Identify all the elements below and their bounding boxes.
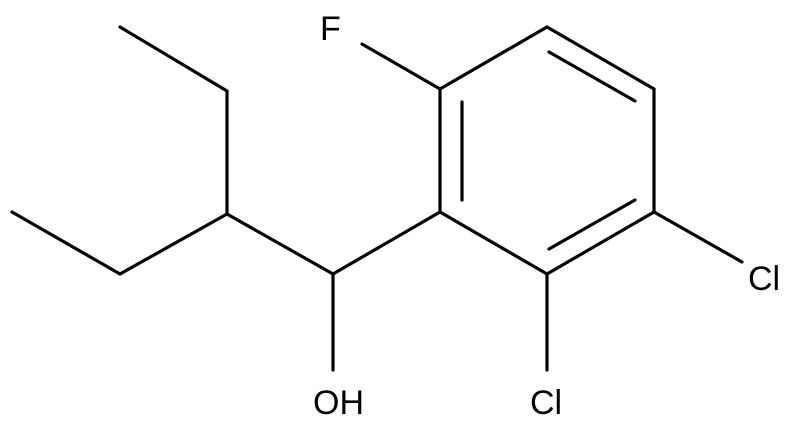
hydroxyl-label: OH [313, 384, 364, 422]
bond-ethyl-upper-1 [118, 25, 229, 93]
fluorine-label: F [320, 10, 341, 48]
chlorine-label-bottom: Cl [530, 384, 562, 422]
ring-bond-6 [438, 210, 549, 276]
bond-fluorine [360, 42, 442, 91]
chlorine-label-top: Cl [748, 260, 780, 298]
bond-ethyl-lower-2 [118, 212, 229, 276]
bond-ethyl-lower-1 [10, 210, 122, 276]
ring-bond-5 [545, 210, 656, 276]
bond-ch-carbinol [225, 212, 335, 276]
ring-bond-2 [438, 25, 549, 91]
ring-bond-3 [545, 25, 656, 91]
bond-carbinol-ring [331, 210, 442, 276]
ring-bond-5-inner [547, 198, 637, 251]
ring-bond-3-inner [547, 50, 637, 103]
bond-chlorine-top [652, 210, 744, 264]
